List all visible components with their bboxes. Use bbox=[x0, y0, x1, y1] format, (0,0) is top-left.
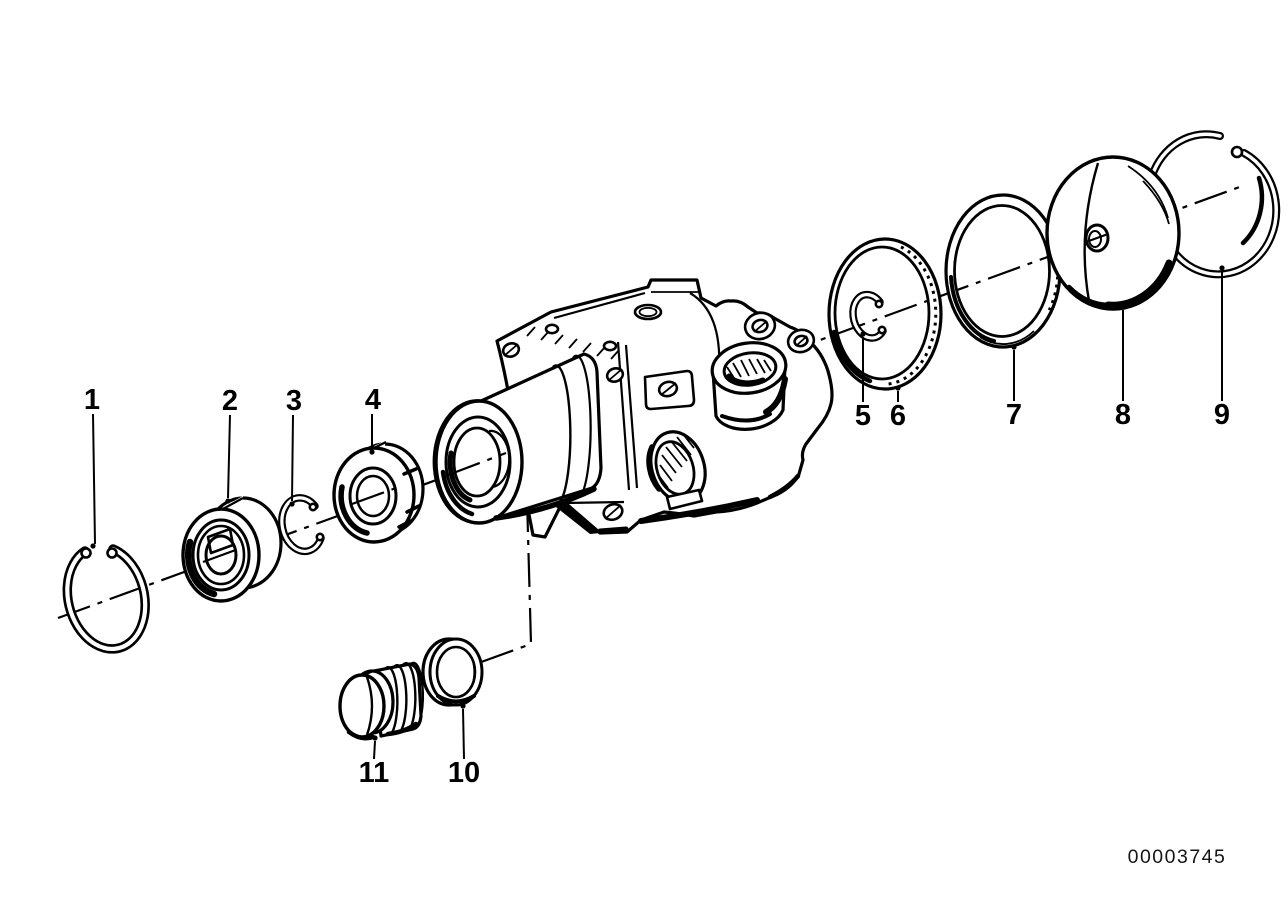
leader-line bbox=[373, 740, 376, 760]
figure-number: 00003745 bbox=[1128, 846, 1227, 868]
callout-label[interactable]: 3 bbox=[286, 385, 302, 417]
callout-10[interactable]: 10 bbox=[448, 703, 480, 789]
callout-label[interactable]: 9 bbox=[1214, 399, 1230, 431]
housing-ear bbox=[743, 311, 777, 341]
callout-9[interactable]: 9 bbox=[1214, 265, 1230, 431]
leader-dot bbox=[1120, 304, 1126, 310]
plug-head bbox=[338, 673, 386, 739]
leader-dot bbox=[289, 501, 295, 507]
strip-screw-hole bbox=[602, 340, 618, 352]
part-o-ring bbox=[944, 193, 1062, 349]
callout-3[interactable]: 3 bbox=[286, 385, 302, 507]
part-ball-bearing bbox=[181, 496, 283, 603]
leader-line bbox=[227, 414, 231, 499]
callout-label[interactable]: 7 bbox=[1006, 399, 1022, 431]
leader-line bbox=[462, 708, 465, 760]
part-lock-ring bbox=[849, 290, 887, 342]
callout-label[interactable]: 1 bbox=[84, 384, 100, 416]
callout-4[interactable]: 4 bbox=[365, 384, 381, 455]
part-screw-plug bbox=[338, 661, 425, 741]
mounting-lug bbox=[643, 369, 696, 411]
housing-snout bbox=[432, 352, 603, 525]
flange-bolt-hole bbox=[501, 342, 521, 358]
housing-ear bbox=[786, 328, 816, 354]
part-circlip-small bbox=[278, 494, 325, 556]
snap-ring-eye bbox=[106, 547, 118, 559]
callout-label[interactable]: 6 bbox=[890, 400, 906, 432]
leader-dot bbox=[225, 498, 231, 504]
leader-dot bbox=[460, 703, 466, 709]
threaded-boss bbox=[710, 341, 788, 431]
callout-label[interactable]: 4 bbox=[365, 384, 381, 416]
leader-dot bbox=[90, 543, 96, 549]
housing-top-ridge bbox=[553, 291, 646, 320]
foot-shadow bbox=[556, 501, 600, 534]
boss-thread-hatch bbox=[726, 358, 772, 379]
leader-dot bbox=[369, 449, 375, 455]
callout-label[interactable]: 5 bbox=[855, 400, 871, 432]
part-sealing-washer bbox=[421, 637, 484, 707]
leader-dot bbox=[860, 331, 866, 337]
pump-housing bbox=[432, 278, 834, 539]
leader-dot bbox=[1011, 344, 1017, 350]
callouts: 1 2 3 4 5 6 7 bbox=[84, 265, 1230, 789]
part-snap-ring-cover bbox=[1148, 130, 1281, 279]
callout-1[interactable]: 1 bbox=[84, 384, 100, 549]
foot-bolt-hole bbox=[602, 502, 624, 522]
callout-5[interactable]: 5 bbox=[855, 331, 871, 432]
threaded-port bbox=[646, 430, 707, 511]
port-thread-hatch bbox=[658, 433, 695, 489]
callout-label[interactable]: 10 bbox=[448, 757, 480, 789]
flange-body-edge bbox=[616, 341, 631, 491]
strip-screw-hole bbox=[544, 323, 560, 335]
leader-dot bbox=[1219, 265, 1225, 271]
callout-11[interactable]: 11 bbox=[359, 735, 390, 789]
callout-label[interactable]: 2 bbox=[222, 385, 238, 417]
flange-bolt-hole bbox=[605, 367, 625, 383]
callout-7[interactable]: 7 bbox=[1006, 344, 1022, 431]
callout-label[interactable]: 8 bbox=[1115, 399, 1131, 431]
part-cover-cap bbox=[1045, 155, 1181, 311]
snap-ring-hook bbox=[1230, 145, 1244, 159]
callout-label[interactable]: 11 bbox=[359, 757, 390, 789]
leader-dot bbox=[372, 735, 378, 741]
callout-8[interactable]: 8 bbox=[1115, 304, 1131, 431]
snap-ring-eye bbox=[80, 547, 92, 559]
part-snap-ring-large bbox=[62, 544, 150, 654]
leader-dot bbox=[895, 385, 901, 391]
leader-line bbox=[291, 414, 294, 502]
flange-body-edge bbox=[624, 344, 639, 489]
part-support-disc bbox=[827, 237, 943, 391]
callout-6[interactable]: 6 bbox=[890, 385, 906, 432]
callout-2[interactable]: 2 bbox=[222, 385, 238, 504]
part-shaft-seal bbox=[332, 441, 425, 544]
foot-top-edge bbox=[564, 500, 625, 505]
leader-line bbox=[92, 413, 96, 545]
